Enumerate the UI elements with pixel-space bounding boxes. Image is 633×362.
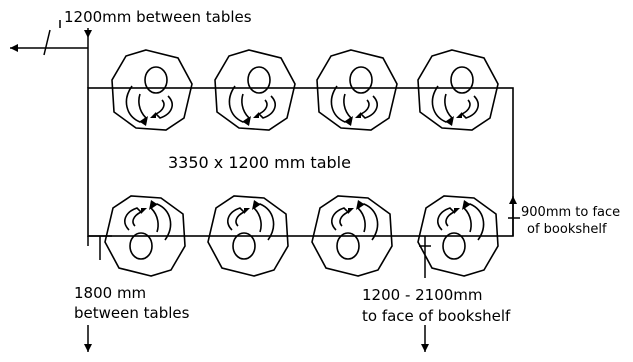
label-1200-between-tables: 1200mm between tables	[64, 8, 252, 26]
table-outline	[87, 87, 514, 237]
seat-top-2	[214, 49, 296, 131]
seat-top-3	[316, 49, 398, 131]
seat-top-1	[111, 49, 193, 131]
top-row-seats	[111, 49, 499, 131]
label-table-size: 3350 x 1200 mm table	[168, 153, 351, 172]
dimension-1200-between-tables	[10, 20, 92, 88]
seat-top-4	[417, 49, 499, 131]
label-1200-2100-line2: to face of bookshelf	[362, 307, 511, 325]
label-1800-line1: 1800 mm	[74, 284, 146, 302]
dimension-900-to-bookshelf	[508, 196, 520, 236]
dimension-1800-between-tables	[84, 235, 112, 352]
label-900-line2: of bookshelf	[527, 222, 607, 237]
label-900-line1: 900mm to face	[521, 205, 620, 220]
label-1800-line2: between tables	[74, 304, 190, 322]
label-1200-2100-line1: 1200 - 2100mm	[362, 286, 483, 304]
